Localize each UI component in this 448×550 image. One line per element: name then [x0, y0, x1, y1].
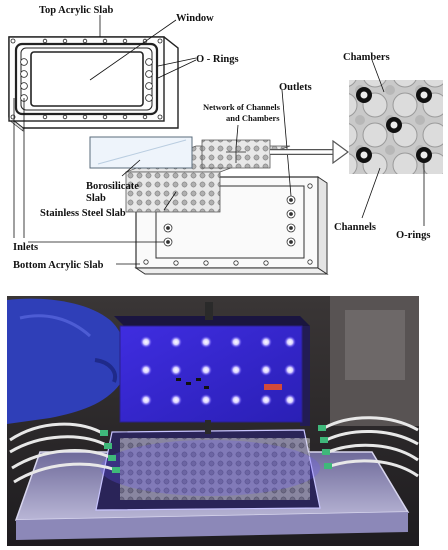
channel-network-plate	[201, 139, 271, 169]
zoom-inset	[349, 59, 443, 226]
window-opening	[30, 51, 144, 107]
label-bottom-acrylic-slab: Bottom Acrylic Slab	[13, 260, 104, 271]
label-borosilicate-line1: Borosilicate	[86, 181, 139, 192]
label-top-acrylic-slab: Top Acrylic Slab	[39, 5, 113, 16]
top-side-ports	[20, 58, 153, 102]
label-inlets: Inlets	[13, 242, 38, 253]
label-zoom-channels: Channels	[334, 222, 376, 233]
leader-lines	[13, 15, 292, 265]
label-o-rings: O - Rings	[196, 54, 239, 65]
blue-glove	[7, 298, 126, 424]
label-network-line1: Network of Channels	[203, 102, 281, 112]
borosilicate-slab	[89, 136, 193, 169]
zoom-arrow	[270, 139, 350, 165]
label-network-line2: and Chambers	[226, 113, 280, 123]
tube-fittings	[100, 425, 332, 473]
device-photo	[7, 296, 419, 546]
top-screw-holes	[10, 38, 163, 120]
inlet-ports	[163, 223, 173, 247]
label-stainless-steel-slab: Stainless Steel Slab	[40, 208, 126, 219]
led-array	[140, 336, 296, 406]
led-light-panel	[114, 302, 310, 434]
label-zoom-chambers: Chambers	[343, 52, 390, 63]
top-acrylic-slab	[8, 36, 179, 132]
outlet-ports	[286, 195, 296, 247]
device-base	[14, 429, 410, 540]
exploded-diagram: Top Acrylic Slab Window O - Rings Outlet…	[8, 5, 443, 275]
label-borosilicate-line2: Slab	[86, 193, 106, 204]
label-window: Window	[176, 13, 214, 24]
label-zoom-o-rings: O-rings	[396, 230, 430, 241]
label-outlets: Outlets	[279, 82, 312, 93]
tubing	[9, 416, 419, 484]
